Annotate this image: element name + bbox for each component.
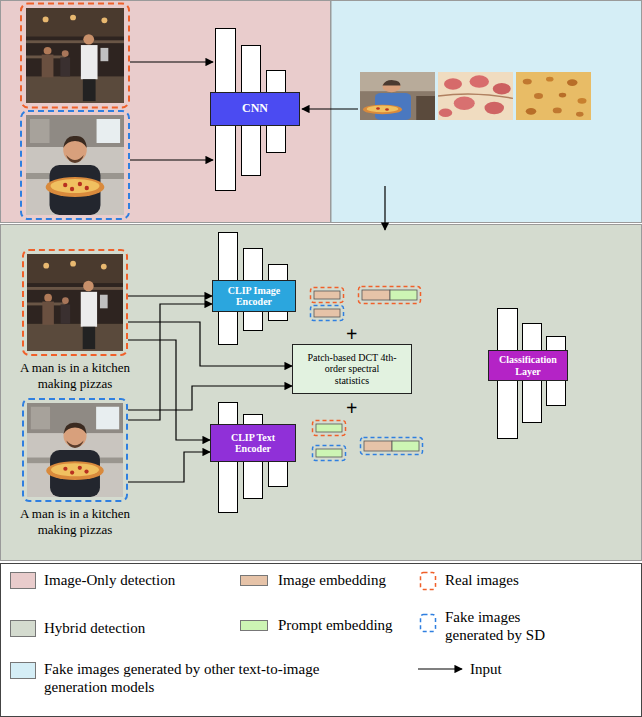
legend-text: Real images bbox=[445, 571, 595, 589]
fake-photo bbox=[26, 115, 124, 215]
legend-swatch bbox=[10, 620, 36, 637]
legend-swatch bbox=[10, 662, 36, 679]
connector-arrow bbox=[128, 322, 292, 366]
box-label: Classification Layer bbox=[493, 354, 563, 377]
dashed-frame-sample bbox=[421, 573, 436, 590]
photo-content bbox=[27, 403, 123, 497]
legend-swatch bbox=[10, 572, 36, 589]
legend-text: Hybrid detection bbox=[44, 619, 224, 637]
connector-arrow bbox=[128, 304, 212, 420]
legend-panel bbox=[1, 564, 642, 717]
hybrid-panel bbox=[1, 225, 642, 561]
box-label: CNN bbox=[242, 102, 268, 116]
generated-photo bbox=[516, 72, 591, 120]
cnn-box: CNN bbox=[210, 92, 300, 126]
connector-arrow bbox=[128, 295, 212, 296]
photo bbox=[27, 254, 123, 351]
connector-arrow bbox=[128, 340, 210, 440]
classifier-box: Classification Layer bbox=[488, 350, 568, 381]
encoder-box: CLIP Text Encoder bbox=[210, 424, 296, 462]
fake-image-frame bbox=[21, 111, 129, 219]
generated-photo bbox=[438, 72, 513, 120]
legend-text: Image embedding bbox=[278, 571, 408, 589]
legend-swatch bbox=[240, 575, 268, 586]
other-models-panel bbox=[331, 1, 642, 223]
photo bbox=[27, 403, 123, 497]
box-label: CLIP Image Encoder bbox=[217, 285, 291, 308]
connector-arrow bbox=[128, 452, 210, 482]
legend-text: Prompt embedding bbox=[278, 616, 408, 634]
plus-sign: + bbox=[346, 398, 357, 418]
plus-sign: + bbox=[346, 324, 357, 344]
real-image: A man is in a kitchen making pizzas bbox=[22, 249, 128, 356]
legend-sample bbox=[413, 659, 473, 689]
legend-swatch bbox=[240, 620, 268, 631]
connector-arrow bbox=[128, 386, 292, 410]
process-box: Patch-based DCT 4th-order spectral stati… bbox=[292, 344, 412, 394]
box-label: Patch-based DCT 4th-order spectral stati… bbox=[307, 352, 397, 387]
box-label: CLIP Text Encoder bbox=[215, 432, 291, 455]
fake-image: A man is in a kitchen making pizzas bbox=[22, 398, 128, 502]
encoder-box: CLIP Image Encoder bbox=[212, 280, 296, 312]
legend-text: Input bbox=[470, 660, 550, 678]
image-caption: A man is in a kitchen making pizzas bbox=[10, 506, 140, 537]
legend-text: Image-Only detection bbox=[44, 571, 224, 589]
legend-text: Fake images generated by SD bbox=[445, 608, 570, 644]
image-caption: A man is in a kitchen making pizzas bbox=[10, 360, 140, 391]
generated-photo bbox=[360, 72, 435, 120]
dashed-frame-sample bbox=[421, 615, 436, 632]
legend-text: Fake images generated by other text-to-i… bbox=[44, 660, 384, 696]
image-only-panel bbox=[1, 1, 331, 223]
arrow-sample bbox=[418, 668, 462, 669]
real-photo bbox=[26, 8, 124, 103]
photo-content bbox=[27, 254, 123, 351]
input-arrows bbox=[130, 62, 385, 230]
real-image-frame bbox=[21, 4, 129, 108]
